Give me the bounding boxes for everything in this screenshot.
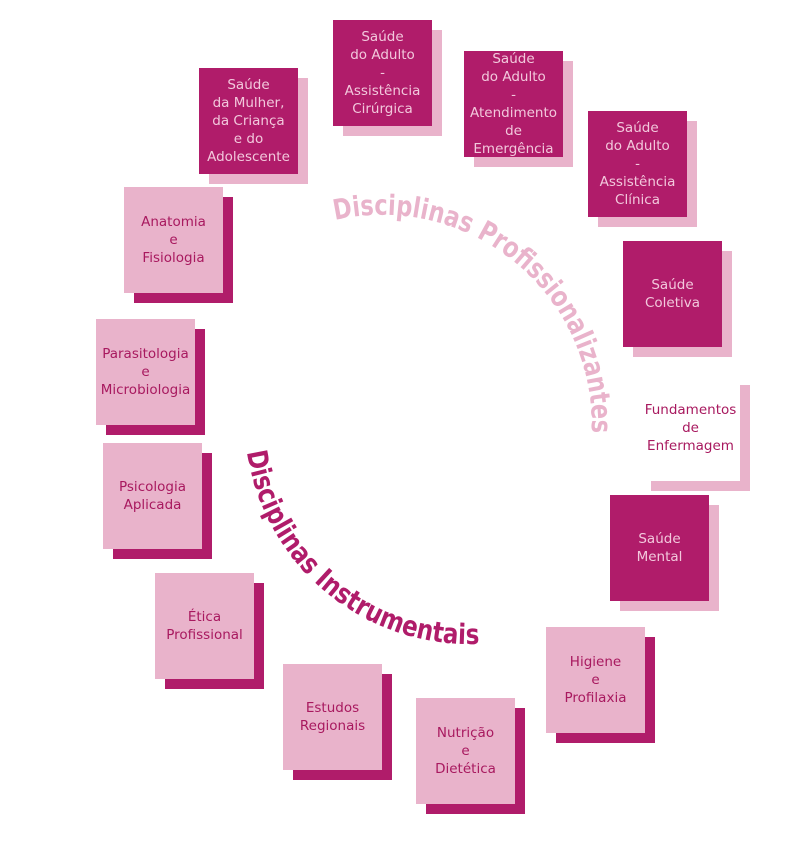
box-label-line: Assistência — [599, 174, 676, 190]
professional-disciplines-title: Disciplinas Profissionalizantes — [330, 189, 618, 433]
box-label: Saúde da Mulher, da Criança e do Adolescente — [199, 68, 298, 174]
box-label-line: Fundamentos — [644, 402, 737, 418]
box-label-line: Coletiva — [644, 295, 701, 311]
box-label-line: Ética — [187, 609, 222, 625]
instrumental-disciplines-title: Disciplinas Instrumentais — [240, 447, 480, 651]
box-label-line: Aplicada — [123, 497, 182, 513]
box-label-line: Microbiologia — [100, 382, 191, 398]
box-label-line: do Adulto — [481, 69, 546, 85]
box-label-line: Nutrição — [436, 725, 495, 741]
box-label-line: Saúde — [616, 120, 659, 136]
discipline-box: Saúde da Mulher, da Criança e do Adolescente — [199, 68, 308, 184]
box-label-line: Estudos — [305, 700, 360, 716]
box-label-line: do Adulto — [350, 47, 415, 63]
box-label-line: da Mulher, — [212, 95, 285, 111]
box-label-line: Assistência — [344, 83, 421, 99]
box-label-line: Atendimento — [469, 105, 558, 121]
box-label-line: Clínica — [615, 192, 660, 208]
box-label-line: Psicologia — [119, 479, 186, 495]
box-label-line: Adolescente — [207, 149, 290, 165]
box-label-line: Saúde — [227, 77, 270, 93]
box-label-line: - — [635, 156, 640, 172]
box-label-line: e — [461, 743, 470, 759]
box-label-line: e — [591, 672, 600, 688]
discipline-box: Saúde do Adulto - Atendimento de Emergência — [464, 51, 573, 167]
box-label-line: - — [511, 87, 516, 103]
box-label-line: Parasitologia — [102, 346, 189, 362]
box-label-line: Saúde — [651, 277, 694, 293]
box-label-line: Cirúrgica — [352, 101, 413, 117]
box-label-line: e — [141, 364, 150, 380]
box-label-line: Saúde — [638, 531, 681, 547]
box-label-line: Anatomia — [141, 214, 206, 230]
box-label-line: Dietética — [435, 761, 496, 777]
box-label-line: Higiene — [569, 654, 622, 670]
box-label-line: de — [682, 420, 699, 436]
box-label-line: Mental — [636, 549, 683, 565]
box-label-line: da Criança — [212, 113, 285, 129]
box-label-line: Saúde — [492, 51, 535, 67]
box-label-line: Fisiologia — [142, 250, 205, 266]
box-label-line: Enfermagem — [647, 438, 734, 454]
box-label: Saúde do Adulto - Atendimento de Emergência — [464, 51, 563, 157]
box-label-line: Saúde — [361, 29, 404, 45]
box-label-line: Regionais — [299, 718, 366, 734]
box-label-line: de Emergência — [473, 123, 554, 157]
box-label-line: Profilaxia — [564, 690, 627, 706]
box-label-line: do Adulto — [605, 138, 670, 154]
box-label-line: e do — [233, 131, 264, 147]
box-label-line: Profissional — [166, 627, 243, 643]
box-label-line: - — [380, 65, 385, 81]
box-label-line: e — [169, 232, 178, 248]
